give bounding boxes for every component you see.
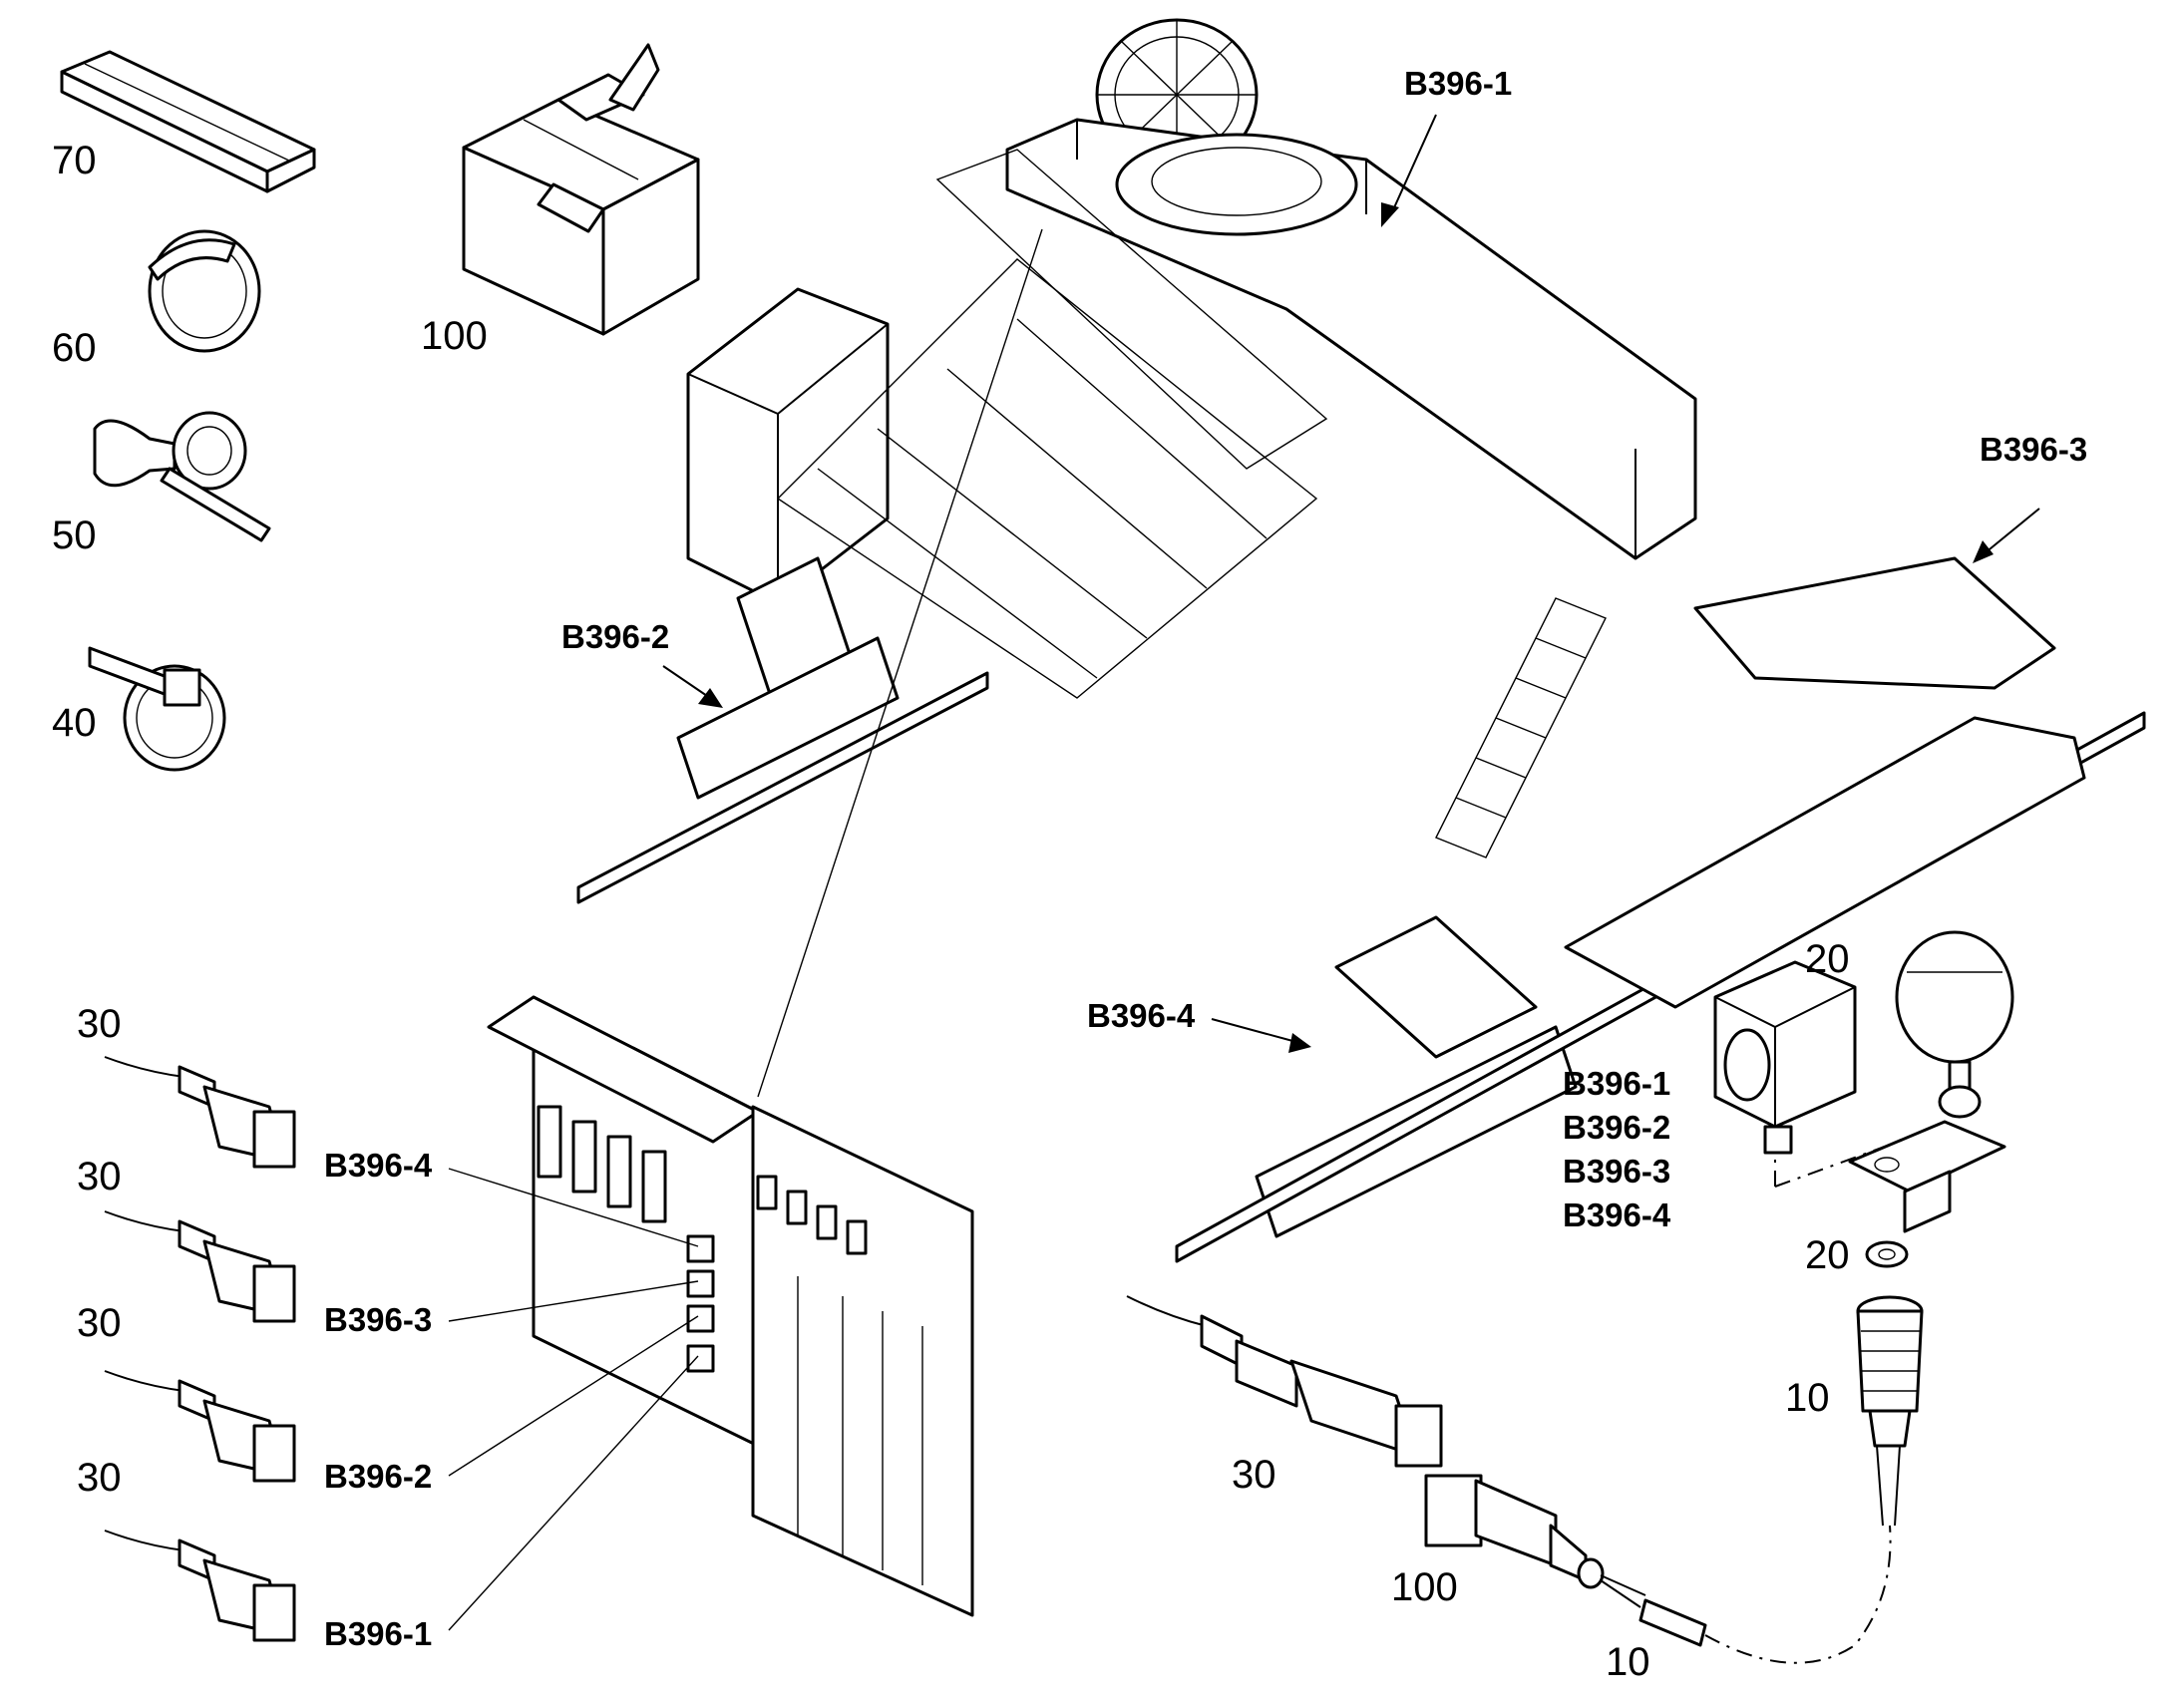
item-number-20-sensor: 20 <box>1805 937 1850 981</box>
hose-clamp-part <box>148 229 261 353</box>
machine-label-b396-3: B396-3 <box>1980 431 2087 468</box>
panel-location-leader <box>757 228 1043 1098</box>
cable-tie-part <box>88 646 226 772</box>
cable-connector-30-assembly <box>1126 1295 1443 1468</box>
sensor-mount-line <box>1774 1146 1886 1188</box>
panel-label-b396-2: B396-2 <box>324 1458 432 1495</box>
mating-connector-100 <box>1424 1474 1646 1608</box>
item-number-30-e: 30 <box>1232 1453 1276 1497</box>
connector-cable-2 <box>104 1210 296 1323</box>
leader-b396-3 <box>1973 508 2040 563</box>
sensor-location-b396-1: B396-1 <box>1563 1065 1670 1102</box>
leader-panel-b396-2 <box>448 1315 699 1477</box>
protective-sleeve-part <box>60 50 316 193</box>
item-number-50: 50 <box>52 513 97 557</box>
item-number-30-d: 30 <box>77 1456 122 1500</box>
item-number-100-box: 100 <box>421 314 488 358</box>
item-number-60: 60 <box>52 326 97 370</box>
wire-route-path <box>1704 1525 1892 1664</box>
connector-cable-3 <box>104 1370 296 1483</box>
panel-label-b396-3: B396-3 <box>324 1301 432 1338</box>
leader-panel-b396-4 <box>448 1168 699 1247</box>
packaging-box-part <box>462 43 700 336</box>
machine-label-b396-2: B396-2 <box>561 618 669 655</box>
machine-label-b396-1: B396-1 <box>1404 65 1512 102</box>
panel-label-b396-4: B396-4 <box>324 1147 433 1184</box>
item-number-100-connector: 100 <box>1391 1565 1458 1609</box>
leader-b396-4 <box>1211 1018 1311 1053</box>
machine-label-b396-4: B396-4 <box>1087 997 1196 1034</box>
connector-cable-1 <box>104 1056 296 1169</box>
item-number-10-wire: 10 <box>1606 1640 1650 1684</box>
plug-connector-10 <box>1856 1295 1924 1527</box>
panel-label-b396-1: B396-1 <box>324 1615 432 1652</box>
connector-cable-4 <box>104 1530 296 1642</box>
leader-b396-1 <box>1381 114 1437 227</box>
leader-panel-b396-1 <box>448 1355 699 1631</box>
control-panel-drawing <box>487 995 974 1617</box>
leader-b396-2 <box>662 665 723 708</box>
item-number-10-plug: 10 <box>1785 1376 1830 1420</box>
sensor-location-b396-4: B396-4 <box>1563 1196 1671 1233</box>
proximity-sensor-20 <box>1713 960 1857 1155</box>
sensor-location-b396-2: B396-2 <box>1563 1109 1670 1146</box>
item-number-30-b: 30 <box>77 1155 122 1198</box>
item-number-30-c: 30 <box>77 1301 122 1345</box>
wire-10 <box>1638 1598 1707 1647</box>
item-number-70: 70 <box>52 139 97 182</box>
beacon-light <box>1895 930 2014 1119</box>
sensor-location-b396-3: B396-3 <box>1563 1153 1670 1190</box>
cable-tie-mount-part <box>93 411 271 542</box>
leader-panel-b396-3 <box>448 1280 699 1322</box>
gantry-machine-drawing <box>576 18 2146 1263</box>
item-number-40: 40 <box>52 701 97 745</box>
item-number-20-washer: 20 <box>1805 1233 1850 1277</box>
mounting-bracket <box>1848 1120 2006 1233</box>
item-number-30-a: 30 <box>77 1002 122 1046</box>
washer-20 <box>1865 1240 1909 1268</box>
